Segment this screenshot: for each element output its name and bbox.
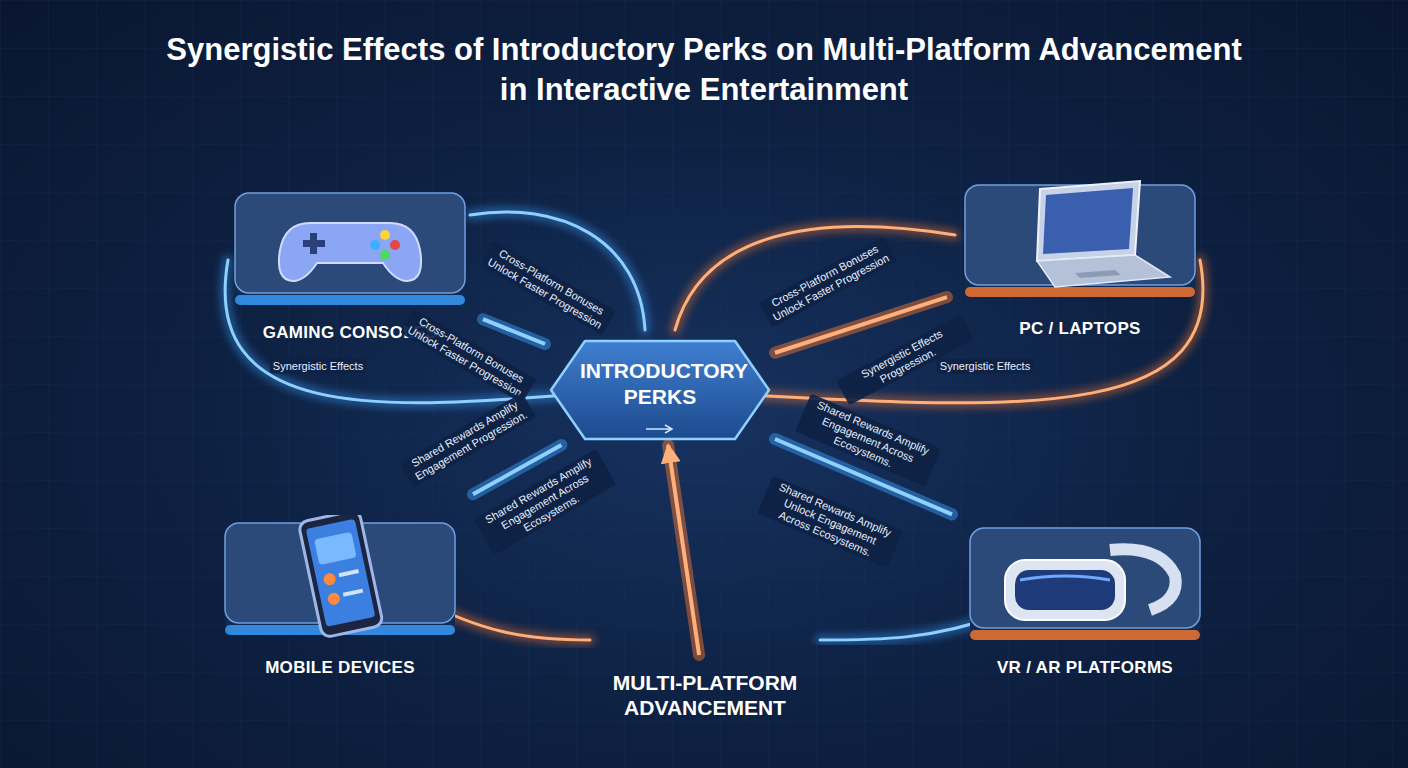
platform-label: VR / AR PLATFORMS xyxy=(952,658,1218,678)
connector xyxy=(483,319,545,344)
annotation: Synergistic Effects xyxy=(270,359,366,374)
connector xyxy=(668,445,699,655)
tile-illustration xyxy=(955,177,1205,307)
outcome-label: MULTI-PLATFORM ADVANCEMENT xyxy=(605,670,805,720)
tile-illustration xyxy=(225,185,475,315)
annotation: Synergistic Effects xyxy=(937,359,1033,374)
text-stack: PC / LAPTOPS xyxy=(947,319,1213,339)
platform-label: PC / LAPTOPS xyxy=(947,319,1213,339)
connector-line xyxy=(483,319,545,344)
hub-diamond: INTRODUCTORY PERKS xyxy=(545,335,775,445)
connector-line xyxy=(668,445,699,655)
connector-glow xyxy=(483,319,545,344)
connector-glow xyxy=(668,445,699,655)
text-stack: VR / AR PLATFORMS xyxy=(952,658,1218,678)
text-stack: MOBILE DEVICES xyxy=(207,658,473,678)
diagram-title: Synergistic Effects of Introductory Perk… xyxy=(154,30,1254,110)
platform-tile: VR / AR PLATFORMS xyxy=(952,460,1218,682)
platform-tile: MOBILE DEVICES xyxy=(207,455,473,682)
text-stack: INTRODUCTORY PERKS xyxy=(545,358,775,410)
hub-label: INTRODUCTORY PERKS xyxy=(580,358,740,410)
platform-tile: PC / LAPTOPS xyxy=(947,165,1213,343)
outcome-node: MULTI-PLATFORM ADVANCEMENT xyxy=(560,655,850,735)
platform-label: MOBILE DEVICES xyxy=(207,658,473,678)
platform-tile: GAMING CONSOLES xyxy=(217,185,483,347)
text-stack: MULTI-PLATFORM ADVANCEMENT xyxy=(560,670,850,720)
tile-illustration xyxy=(960,520,1210,650)
tile-illustration xyxy=(215,515,465,645)
